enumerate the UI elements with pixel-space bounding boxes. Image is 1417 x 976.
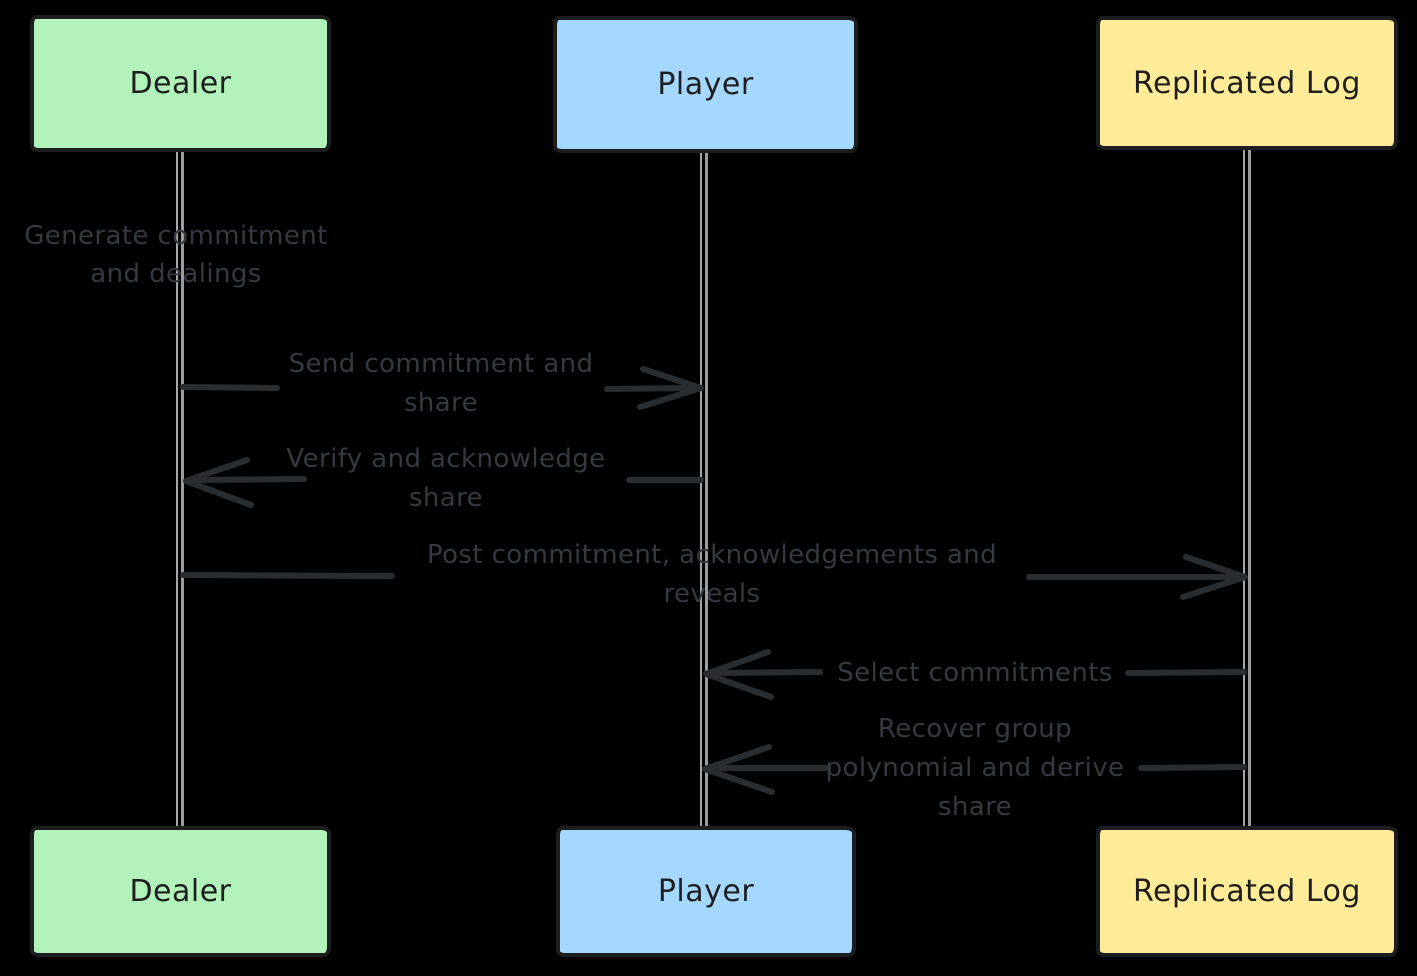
actor-label-replicated-log: Replicated Log [1133, 65, 1361, 101]
arrowhead-left-icon [183, 457, 254, 508]
message-line: reveals [663, 579, 761, 609]
arrow-tail-segment [180, 572, 395, 579]
lifeline-dealer [176, 150, 184, 827]
arrowhead-left-icon [703, 649, 774, 700]
message-label-select-commitments: Select commitments [837, 654, 1113, 693]
lifeline-replicated-log [1243, 150, 1251, 828]
message-line: share [408, 483, 484, 513]
arrow-tail-segment [1138, 764, 1247, 771]
actor-label-dealer: Dealer [129, 874, 232, 909]
actor-label-replicated-log: Replicated Log [1133, 874, 1361, 909]
actor-box-replicated-log-bottom: Replicated Log [1096, 826, 1398, 957]
message-line: Send commitment and [288, 349, 594, 379]
arrow-head-segment [705, 669, 823, 676]
actor-box-dealer-top: Dealer [30, 15, 331, 152]
lifeline-player [700, 152, 708, 827]
message-line: share [937, 792, 1013, 822]
actor-box-replicated-log-top: Replicated Log [1096, 16, 1398, 150]
message-line: and dealings [90, 259, 262, 289]
message-line: Select commitments [837, 658, 1113, 688]
message-line: Recover group [877, 714, 1073, 744]
message-label-send-commitment-and-share: Send commitment and share [289, 345, 594, 423]
message-line: polynomial and derive [825, 753, 1125, 783]
message-label-post-commitment-acknowledgements-and-reveals: Post commitment, acknowledgements and re… [427, 536, 997, 614]
actor-label-player: Player [657, 67, 754, 102]
message-line: Verify and acknowledge [286, 444, 606, 474]
message-label-generate-commitment-and-dealings: Generate commitment and dealings [24, 217, 328, 293]
arrow-head-segment [604, 385, 698, 392]
actor-label-player: Player [657, 874, 755, 909]
actor-label-dealer: Dealer [129, 66, 232, 101]
arrowhead-left-icon [702, 744, 775, 795]
arrowhead-right-icon [1180, 554, 1248, 600]
arrow-tail-segment [1125, 669, 1247, 676]
message-label-verify-and-acknowledge-share: Verify and acknowledge share [286, 440, 605, 518]
message-line: Post commitment, acknowledgements and [426, 540, 998, 570]
actor-box-dealer-bottom: Dealer [30, 826, 331, 957]
message-line: Generate commitment [24, 221, 328, 251]
arrow-tail-segment [180, 384, 280, 391]
message-line: share [403, 388, 479, 418]
message-label-recover-group-polynomial-and-derive-share: Recover group polynomial and derive shar… [826, 710, 1125, 827]
arrowhead-right-icon [637, 366, 704, 410]
actor-box-player-top: Player [553, 16, 858, 153]
actor-box-player-bottom: Player [556, 826, 856, 957]
